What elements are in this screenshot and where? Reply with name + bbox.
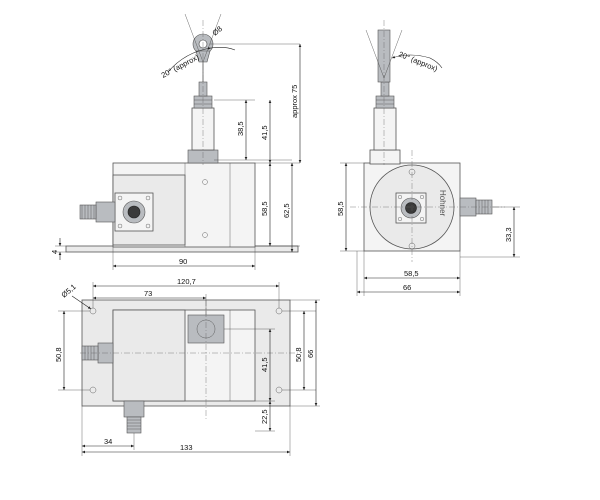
dim-22-5: 22,5 — [260, 409, 269, 424]
end-view: Hohner 20° (approx) 58,5 33,3 58,5 66 — [336, 20, 520, 296]
dim-approx-75: approx 75 — [290, 85, 299, 118]
dim-66-top: 66 — [306, 350, 315, 358]
dim-41-5: 41,5 — [260, 125, 269, 140]
dim-hole-dia: Ø5,1 — [60, 282, 78, 299]
dim-90: 90 — [179, 257, 187, 266]
dim-end-58-5-bottom: 58,5 — [404, 269, 419, 278]
dim-50-8-right: 50,8 — [294, 347, 303, 362]
dim-50-8-left: 50,8 — [54, 347, 63, 362]
dim-angle-side: 20° (approx) — [160, 52, 201, 80]
dim-34: 34 — [104, 437, 112, 446]
top-view: Ø5,1 120,7 73 50,8 41,5 50,8 66 22,5 34 … — [54, 277, 320, 456]
dim-58-5: 58,5 — [260, 201, 269, 216]
dim-38-5: 38,5 — [236, 121, 245, 136]
dim-end-58-5-left: 58,5 — [336, 201, 345, 216]
dim-73: 73 — [144, 289, 152, 298]
m12-connector — [79, 201, 116, 223]
dim-133: 133 — [180, 443, 193, 452]
top-dimensions: Ø5,1 120,7 73 50,8 41,5 50,8 66 22,5 34 … — [54, 277, 320, 456]
top-left-connector — [81, 342, 114, 364]
top-bottom-connector — [123, 400, 145, 434]
dim-41-5-top: 41,5 — [260, 357, 269, 372]
dim-end-33-3: 33,3 — [504, 227, 513, 242]
brand-label: Hohner — [438, 190, 447, 217]
side-view: Ø8 20° (approx) approx 75 38,5 41,5 58,5… — [50, 13, 302, 270]
dim-end-66: 66 — [403, 283, 411, 292]
dim-end-angle: 20° (approx) — [397, 50, 439, 74]
dim-62-5: 62,5 — [282, 203, 291, 218]
dim-120-7: 120,7 — [177, 277, 196, 286]
dim-4: 4 — [50, 250, 59, 254]
dim-eyelet-dia: Ø8 — [211, 24, 224, 37]
